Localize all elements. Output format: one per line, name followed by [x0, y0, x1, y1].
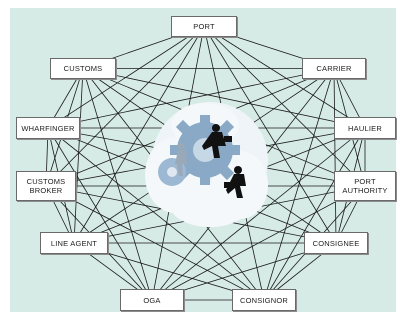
business-person-icon: [202, 124, 232, 158]
node-oga: OGA: [120, 289, 184, 311]
node-wharfinger: WHARFINGER: [16, 117, 80, 139]
connection-line: [45, 26, 205, 187]
connection-line: [203, 26, 366, 129]
node-consignor: CONSIGNOR: [232, 289, 296, 311]
node-haulier: HAULIER: [334, 117, 396, 139]
node-customs: CUSTOMS: [50, 58, 116, 79]
connection-line: [333, 68, 337, 244]
connection-line: [203, 26, 337, 244]
connection-line: [73, 68, 84, 244]
node-port: PORT: [171, 16, 237, 37]
connection-line: [203, 26, 366, 187]
connection-line: [47, 127, 265, 301]
connection-line: [47, 68, 335, 129]
connection-line: [263, 127, 366, 301]
connection-line: [47, 127, 153, 301]
node-line-agent: LINE AGENT: [40, 232, 108, 254]
connection-line: [151, 127, 366, 301]
node-customs-broker: CUSTOMS BROKER: [16, 171, 76, 201]
business-person-icon: [175, 142, 187, 176]
connection-line: [82, 68, 366, 129]
connection-line: [45, 185, 265, 301]
node-carrier: CARRIER: [302, 58, 366, 79]
connection-line: [82, 68, 153, 301]
node-consignee: CONSIGNEE: [304, 232, 368, 254]
business-person-icon: [224, 166, 246, 198]
node-port-authority: PORT AUTHORITY: [334, 171, 396, 201]
